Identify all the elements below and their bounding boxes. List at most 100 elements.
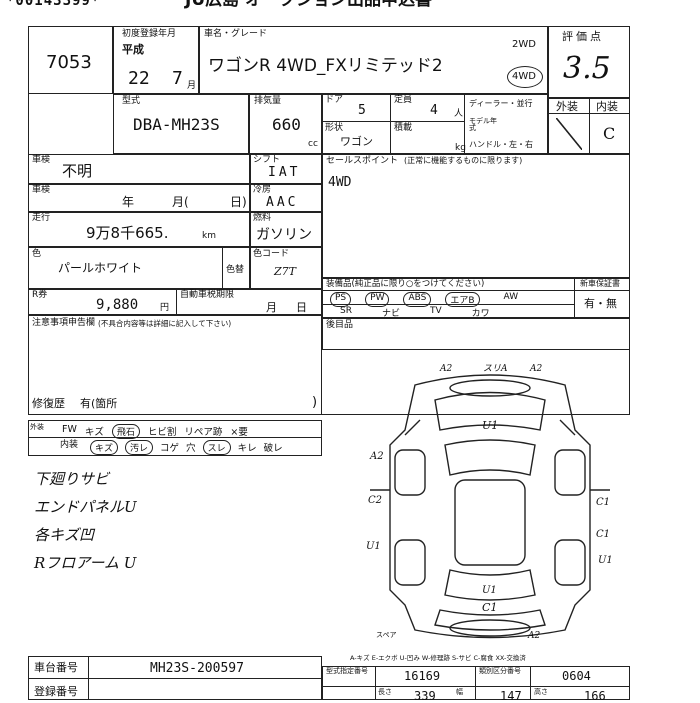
equipment-pw: PW <box>365 292 390 307</box>
car-name-label: 車名・グレード <box>204 29 268 39</box>
interior-score-value: C <box>603 124 616 143</box>
inspection-label: 車検 <box>32 155 51 165</box>
tax-month-unit: 月 <box>266 301 277 314</box>
diagram-mark-c1-right-1: C1 <box>596 497 611 508</box>
equipment-ps: PS <box>330 292 352 307</box>
displacement-unit: cc <box>308 139 318 149</box>
diagram-mark-a2-front-left: A2 <box>440 364 453 374</box>
registration-era: 平成 <box>122 43 144 56</box>
color-label: 色 <box>32 249 42 259</box>
new-car-warranty-label: 新車保証書 <box>580 279 620 288</box>
equipment-label: 装備品(純正品に限り○をつけてください) <box>326 279 485 289</box>
diagram-mark-u1-right: U1 <box>598 555 613 566</box>
handle-label: ハンドル・左・右 <box>469 140 533 149</box>
registration-month-unit: 月 <box>187 81 197 91</box>
inspection-value: 不明 <box>62 162 93 180</box>
diagram-mark-u1-hood: U1 <box>482 419 499 432</box>
condition-exterior-items: FW キズ 飛石 ヒビ割 リペア跡 ×要 <box>62 424 248 439</box>
model-value: DBA-MH23S <box>133 115 220 134</box>
lot-number: 7053 <box>46 52 92 73</box>
load-label: 積載 <box>394 123 413 133</box>
diagram-mark-u1-left: U1 <box>366 541 381 552</box>
score-box <box>548 26 630 98</box>
type-num-label: 型式指定番号 <box>326 667 368 675</box>
registration-year: 22 <box>128 68 150 89</box>
diagram-mark-u1-rear: U1 <box>482 585 497 596</box>
equipment-tv: TV <box>429 306 442 316</box>
equipment-leather: カワ <box>471 309 490 319</box>
document-number: *00143399* <box>6 0 101 9</box>
cond-needs: ×要 <box>230 427 248 438</box>
shaken-year-unit: 年 <box>122 195 135 209</box>
cond-chip: 飛石 <box>111 424 140 439</box>
sales-point-note: (正常に機能するものに限ります) <box>404 156 523 165</box>
cond-scratch: キズ <box>84 427 104 438</box>
displacement-value: 660 <box>272 115 301 134</box>
width-value: 147 <box>500 689 522 703</box>
tax-day-unit: 日 <box>296 301 307 314</box>
diagram-mark-c1-right-2: C1 <box>596 529 611 540</box>
equipment-row-2: SR ナビ TV カワ <box>340 306 490 319</box>
condition-interior-label: 内装 <box>60 440 79 450</box>
shaken-label: 車検 <box>32 185 51 195</box>
equipment-navi: ナビ <box>381 309 400 319</box>
aircon-label: 冷房 <box>253 185 272 195</box>
category-num-label: 類別区分番号 <box>479 667 521 675</box>
drive-2wd: 2WD <box>512 39 536 50</box>
shaken-month-unit: 月( <box>172 195 189 209</box>
recycle-value: 9,880 <box>96 297 139 313</box>
notes-sub: (不具合内容等は詳細に記入して下さい) <box>98 319 232 328</box>
car-name-box <box>199 26 548 94</box>
model-label: 型式 <box>122 96 141 106</box>
registration-box <box>113 26 199 94</box>
repair-value: 有(箇所 <box>80 397 118 410</box>
equipment-aw: AW <box>503 292 519 302</box>
length-label: 長さ <box>378 688 392 696</box>
diagram-mark-a2-rear-right: A2 <box>528 631 541 641</box>
int-wear: スレ <box>202 440 231 455</box>
load-unit: kg <box>455 143 466 153</box>
cargo-label: 後目品 <box>326 320 354 330</box>
handwritten-note-1: 下廻りサビ <box>34 470 110 488</box>
lot-number-box <box>28 26 113 94</box>
dealer-label: ディーラー・並行 <box>469 99 533 108</box>
int-tear: 破レ <box>263 443 283 454</box>
int-dirt: 汚レ <box>125 440 154 455</box>
capacity-unit: 人 <box>454 109 464 119</box>
shape-label: 形状 <box>325 123 344 133</box>
handwritten-note-4: Rフロアーム U <box>34 554 137 572</box>
registration-label: 初度登録年月 <box>122 29 177 39</box>
diagram-legend: A-キズ E-エクボ U-凹み W-修理跡 S-サビ C-腐食 XX-交換済 <box>350 654 526 662</box>
diagram-mark-sura: スリA <box>483 364 508 374</box>
height-label: 高さ <box>534 688 548 696</box>
equipment-abs: ABS <box>403 292 432 307</box>
capacity-value: 4 <box>430 103 438 118</box>
model-year-label: モデル年式 <box>469 117 497 132</box>
exterior-score-slash <box>556 118 582 150</box>
form-title: JU広島 オークション出品申込書 <box>185 0 433 10</box>
shaken-day-unit: 日) <box>230 195 247 209</box>
score-value: 3.5 <box>563 51 611 86</box>
equipment-sr: SR <box>340 306 352 316</box>
cond-crack: ヒビ割 <box>147 427 177 438</box>
sales-point-value: 4WD <box>328 175 352 190</box>
mileage-value: 9万8千665. <box>86 224 169 242</box>
color-code-label: 色コード <box>253 249 290 259</box>
diagram-mark-c2: C2 <box>368 495 383 506</box>
handwritten-note-2: エンドパネルU <box>34 498 137 516</box>
repair-close: ) <box>312 395 318 410</box>
int-burn: コゲ <box>160 443 180 454</box>
recycle-label: R券 <box>32 290 48 300</box>
car-name: ワゴンR 4WD_FXリミテッド2 <box>208 56 443 76</box>
displacement-label: 排気量 <box>254 96 282 106</box>
condition-exterior-label: 外装 <box>30 423 44 431</box>
drive-4wd-circle <box>507 66 543 88</box>
doors-value: 5 <box>358 103 366 118</box>
exterior-score-label: 外装 <box>556 100 578 113</box>
color-code-value: Z7T <box>274 265 296 278</box>
mileage-label: 走行 <box>32 213 51 223</box>
score-label: 評価点 <box>562 30 604 43</box>
chassis-label: 車台番号 <box>34 661 78 674</box>
category-num-value: 0604 <box>562 669 591 683</box>
capacity-label: 定員 <box>394 95 413 105</box>
